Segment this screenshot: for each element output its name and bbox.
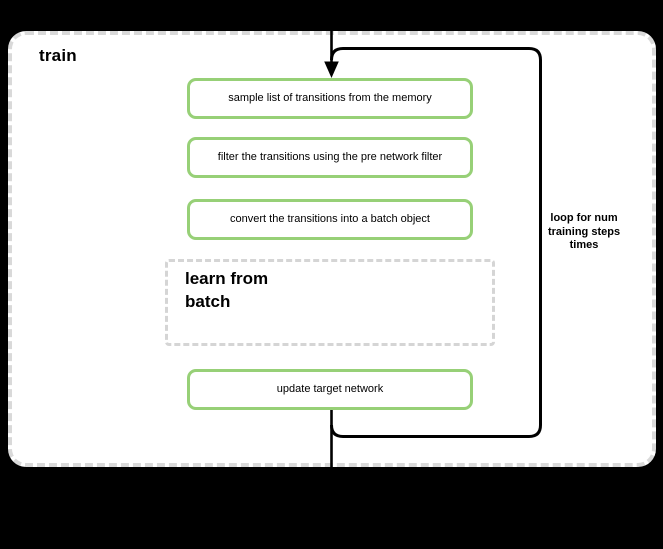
loop-annotation-label: loop for num training steps times	[547, 212, 621, 251]
step-box-sample-transitions: sample list of transitions from the memo…	[187, 78, 473, 119]
learn-from-batch-box: learn from batch	[165, 259, 495, 346]
step-box-filter-transitions: filter the transitions using the pre net…	[187, 137, 473, 178]
learn-from-batch-label: learn from batch	[185, 269, 269, 311]
step-box-update-target-network: update target network	[187, 369, 473, 410]
step-box-convert-batch: convert the transitions into a batch obj…	[187, 199, 473, 240]
container-title-train: train	[39, 46, 77, 65]
